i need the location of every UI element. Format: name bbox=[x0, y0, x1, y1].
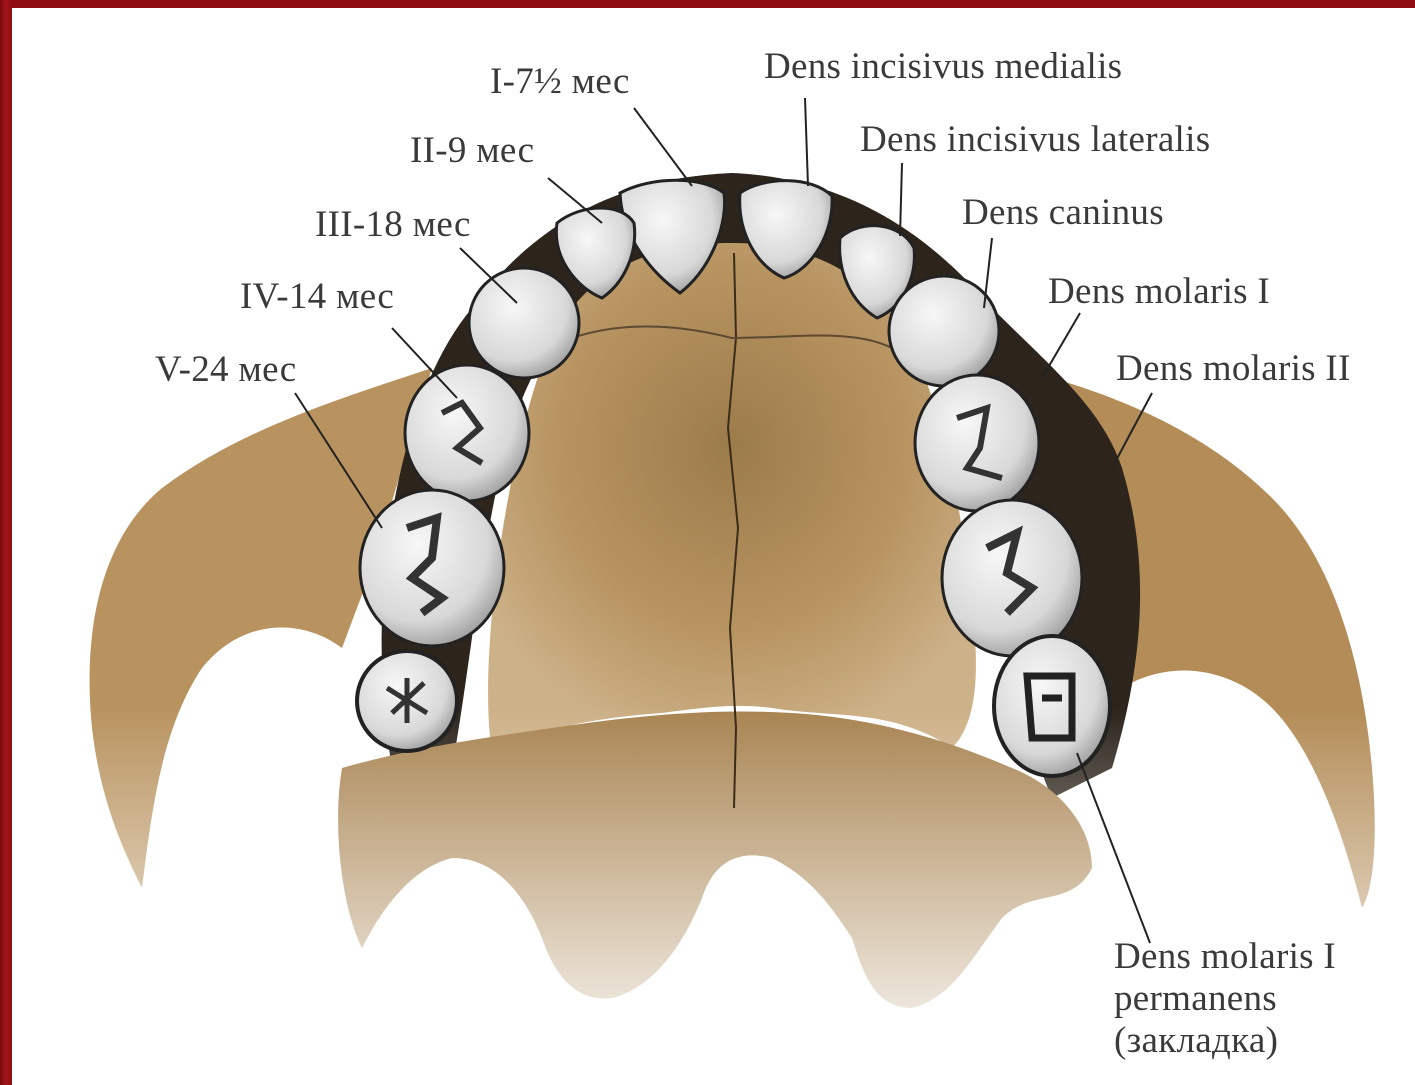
label-molar-2-eruption: V-24 мес bbox=[155, 351, 296, 389]
tooth-left-molar-1 bbox=[405, 365, 529, 501]
label-dens-caninus: Dens caninus bbox=[962, 194, 1164, 232]
label-molar-1-eruption: IV-14 мес bbox=[240, 278, 394, 316]
tooth-left-permanent-molar-bud bbox=[357, 651, 457, 751]
label-incisor-lateral-eruption: II-9 мес bbox=[410, 132, 534, 170]
label-line-2: permanens bbox=[1114, 978, 1336, 1020]
tooth-left-molar-2 bbox=[360, 490, 504, 646]
label-canine-eruption: III-18 мес bbox=[315, 206, 471, 244]
label-dens-incisivus-medialis: Dens incisivus medialis bbox=[764, 48, 1122, 86]
tooth-right-permanent-molar-bud bbox=[994, 636, 1110, 776]
label-dens-molaris-1-permanens: Dens molaris I permanens (закладка) bbox=[1114, 936, 1336, 1062]
palate-illustration bbox=[12, 8, 1415, 1085]
tooth-right-molar-1 bbox=[915, 375, 1039, 511]
label-incisor-medial-eruption: I-7½ мес bbox=[490, 63, 630, 101]
illustration-canvas: I-7½ мес II-9 мес III-18 мес IV-14 мес V… bbox=[12, 8, 1415, 1085]
label-dens-molaris-2: Dens molaris II bbox=[1116, 350, 1351, 388]
label-line-3: (закладка) bbox=[1114, 1020, 1336, 1062]
tooth-right-molar-2 bbox=[942, 500, 1082, 656]
label-dens-incisivus-lateralis: Dens incisivus lateralis bbox=[860, 121, 1210, 159]
label-dens-molaris-1: Dens molaris I bbox=[1048, 273, 1270, 311]
tooth-right-canine bbox=[889, 276, 999, 386]
label-line-1: Dens molaris I bbox=[1114, 936, 1336, 978]
tooth-left-canine bbox=[469, 268, 579, 378]
